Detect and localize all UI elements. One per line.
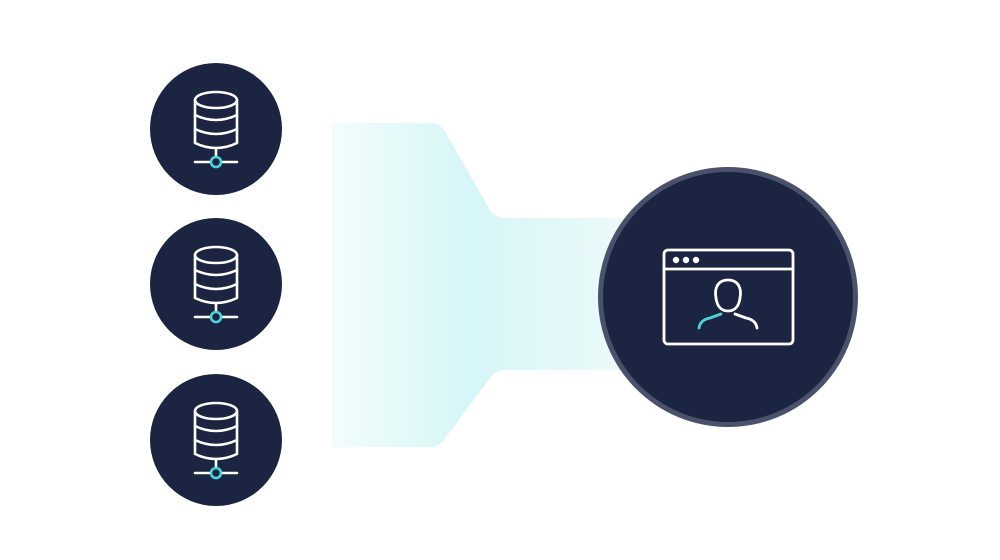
database-node-3 [150,374,282,506]
user-head-icon [714,278,742,313]
user-shoulder-right [733,312,759,330]
database-node-2 [150,218,282,350]
flow-funnel [332,123,640,447]
database-server-icon [193,245,239,324]
target-user-node [598,167,858,427]
browser-user-icon [662,248,795,346]
browser-window-icon [662,248,795,346]
database-server-icon [193,401,239,480]
database-server-icon [193,90,239,169]
database-node-1 [150,63,282,195]
user-shoulder-left [697,312,723,330]
